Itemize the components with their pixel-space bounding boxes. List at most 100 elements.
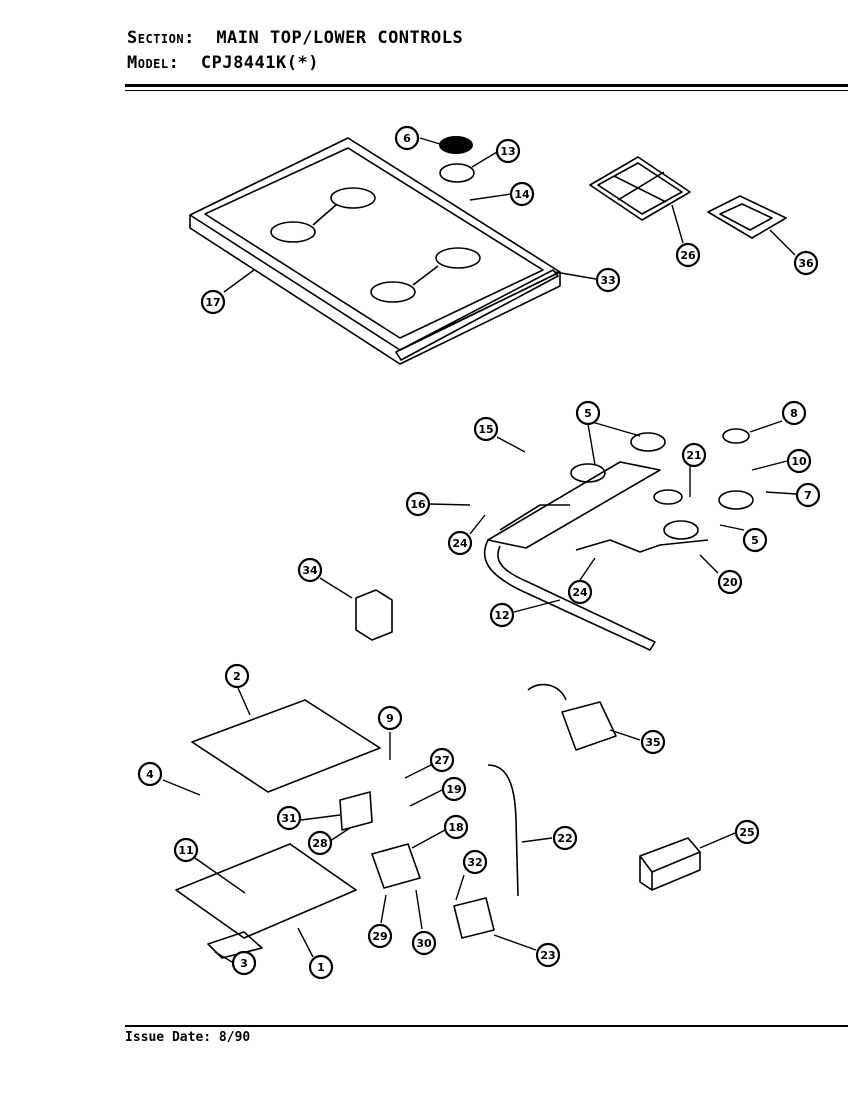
bracket-part	[207, 931, 263, 959]
svg-text:20: 20	[722, 576, 738, 589]
callout-22: 22	[552, 825, 578, 851]
callout-16: 16	[405, 491, 431, 517]
control-module-part	[355, 589, 393, 641]
svg-text:7: 7	[804, 489, 812, 502]
header-rule-thin	[125, 90, 848, 91]
gas-tube-part	[487, 764, 519, 897]
callout-14: 14	[509, 181, 535, 207]
svg-text:23: 23	[540, 949, 555, 962]
callout-8: 8	[781, 400, 807, 426]
svg-text:17: 17	[205, 296, 220, 309]
burner-cap-part	[707, 195, 787, 239]
callout-29: 29	[367, 923, 393, 949]
svg-text:25: 25	[739, 826, 754, 839]
bracket-valve-part	[339, 791, 373, 831]
terminal-block-part	[639, 837, 701, 891]
section-key: Section:	[127, 28, 195, 48]
callout-18: 18	[443, 814, 469, 840]
upper-panel-part	[191, 699, 381, 793]
callout-28: 28	[307, 830, 333, 856]
callout-3: 3	[231, 950, 257, 976]
svg-text:24: 24	[572, 586, 588, 599]
svg-text:9: 9	[386, 712, 394, 725]
svg-text:2: 2	[233, 670, 241, 683]
callout-7: 7	[795, 482, 821, 508]
callout-12: 12	[489, 602, 515, 628]
header-rule-thick	[125, 84, 848, 87]
svg-text:22: 22	[557, 832, 572, 845]
footer-rule	[125, 1025, 848, 1027]
svg-text:34: 34	[302, 564, 318, 577]
callout-25: 25	[734, 819, 760, 845]
svg-text:8: 8	[790, 407, 798, 420]
svg-text:15: 15	[478, 423, 493, 436]
svg-text:3: 3	[240, 957, 248, 970]
svg-text:35: 35	[645, 736, 660, 749]
callout-5-top: 5	[575, 400, 601, 426]
svg-text:5: 5	[751, 534, 759, 547]
svg-text:4: 4	[146, 768, 154, 781]
svg-text:21: 21	[686, 449, 701, 462]
ring-part	[439, 163, 475, 183]
model-heading: Model: CPJ8441K(*)	[127, 53, 319, 73]
svg-text:10: 10	[791, 455, 807, 468]
svg-text:36: 36	[798, 257, 814, 270]
svg-text:28: 28	[312, 837, 327, 850]
callout-20: 20	[717, 569, 743, 595]
callout-1: 1	[308, 954, 334, 980]
callout-33: 33	[595, 267, 621, 293]
svg-text:31: 31	[281, 812, 296, 825]
callout-26: 26	[675, 242, 701, 268]
svg-text:18: 18	[448, 821, 463, 834]
callout-31: 31	[276, 805, 302, 831]
callout-32: 32	[462, 849, 488, 875]
callout-15: 15	[473, 416, 499, 442]
svg-text:16: 16	[410, 498, 426, 511]
svg-text:6: 6	[403, 132, 411, 145]
callout-4: 4	[137, 761, 163, 787]
callout-24-right: 24	[567, 579, 593, 605]
svg-text:30: 30	[416, 937, 432, 950]
svg-text:1: 1	[317, 961, 325, 974]
callout-10: 10	[786, 448, 812, 474]
knob-part	[439, 136, 473, 154]
callout-21: 21	[681, 442, 707, 468]
callout-23: 23	[535, 942, 561, 968]
section-heading: Section: MAIN TOP/LOWER CONTROLS	[127, 28, 463, 48]
lower-panel-part	[175, 843, 357, 939]
callout-6: 6	[394, 125, 420, 151]
callout-19: 19	[441, 776, 467, 802]
section-value: MAIN TOP/LOWER CONTROLS	[216, 28, 464, 48]
svg-text:29: 29	[372, 930, 387, 943]
callout-27: 27	[429, 747, 455, 773]
callout-5-right: 5	[742, 527, 768, 553]
callout-9: 9	[377, 705, 403, 731]
callout-36: 36	[793, 250, 819, 276]
model-value: CPJ8441K(*)	[200, 53, 319, 73]
callout-35: 35	[640, 729, 666, 755]
trim-strip-part	[395, 269, 559, 361]
svg-text:5: 5	[584, 407, 592, 420]
thermostat-wire	[527, 683, 567, 701]
issue-date: Issue Date: 8/90	[125, 1030, 251, 1045]
svg-text:11: 11	[178, 844, 193, 857]
svg-text:26: 26	[680, 249, 696, 262]
manifold-part	[483, 428, 754, 651]
model-key: Model:	[127, 53, 180, 73]
callout-24-left: 24	[447, 530, 473, 556]
callout-17: 17	[200, 289, 226, 315]
callout-13: 13	[495, 138, 521, 164]
leader-lines	[162, 137, 797, 963]
callout-30: 30	[411, 930, 437, 956]
svg-text:32: 32	[467, 856, 482, 869]
svg-text:13: 13	[500, 145, 515, 158]
svg-text:19: 19	[446, 783, 461, 796]
grate-part	[589, 156, 691, 221]
callout-2: 2	[224, 663, 250, 689]
cooktop-part	[189, 137, 561, 365]
thermostat-part	[561, 701, 617, 751]
callout-34: 34	[297, 557, 323, 583]
svg-text:14: 14	[514, 188, 530, 201]
svg-text:24: 24	[452, 537, 468, 550]
